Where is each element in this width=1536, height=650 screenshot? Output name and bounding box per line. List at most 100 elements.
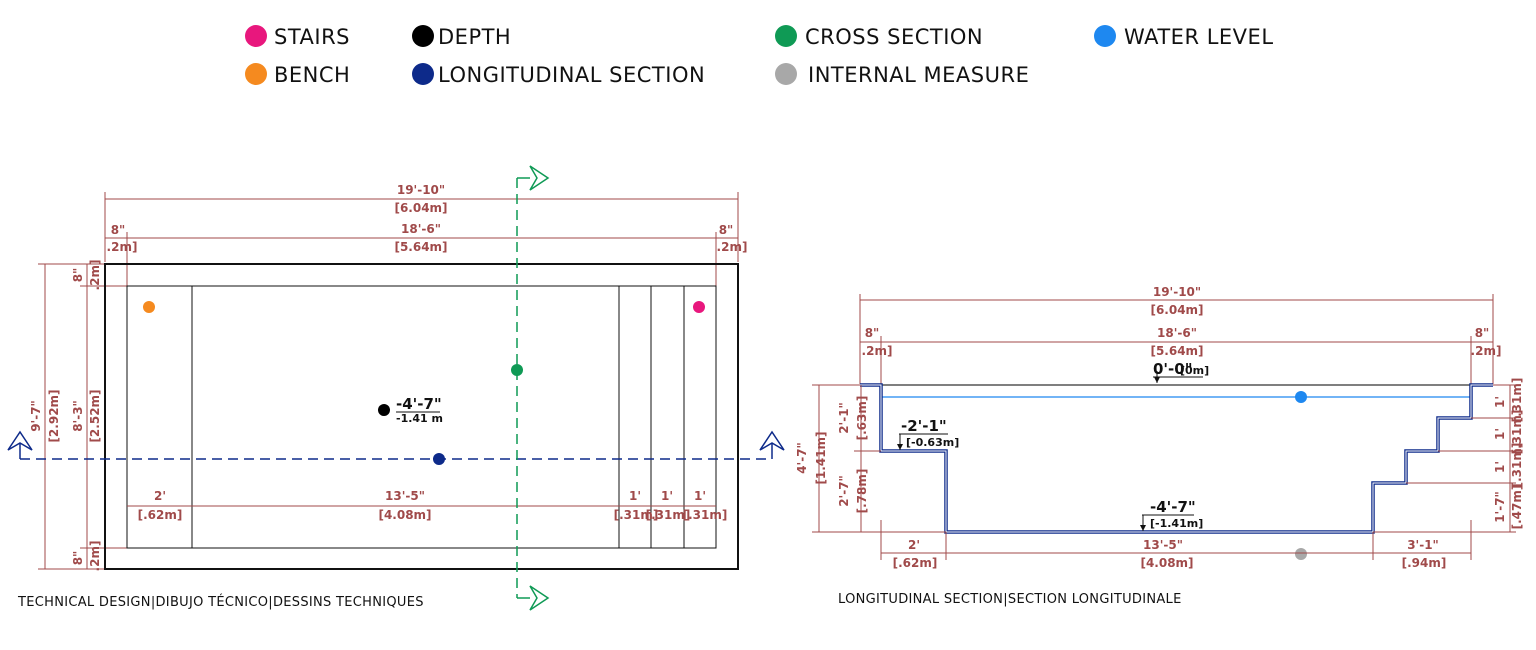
- plan-bench-marker: [143, 301, 155, 313]
- section-riser3-m: [.31m]: [1510, 443, 1524, 488]
- legend-dot-bench: [245, 63, 267, 85]
- plan-cross-arrow-top-icon: [529, 165, 550, 191]
- section-riser2-m: [.31m]: [1510, 410, 1524, 455]
- plan-step1-width-m: [.31m]: [614, 508, 659, 522]
- plan-total-height-ft: 9'-7": [29, 400, 43, 432]
- plan-total-height-m: [2.92m]: [47, 389, 61, 442]
- section-overall-width-m: [6.04m]: [1150, 303, 1203, 317]
- legend-label-internal: INTERNAL MEASURE: [808, 63, 1029, 87]
- plan-floor-length-ft: 13'-5": [385, 489, 425, 503]
- legend-dot-stairs: [245, 25, 267, 47]
- section-bench-level: -2'-1": [901, 417, 947, 435]
- section-bench-width-m: [.62m]: [893, 556, 938, 570]
- plan-bench-width-m: [.62m]: [138, 508, 183, 522]
- section-water-level-marker: [1295, 391, 1307, 403]
- section-lower-depth-ft: 2'-7": [837, 475, 851, 507]
- plan-depth-ft: -4'-7": [396, 395, 442, 413]
- legend-dot-internal: [775, 63, 797, 85]
- plan-view: 19'-10" [6.04m] 8" .2m] 18'-6" [5.64m] 8…: [7, 165, 785, 611]
- section-internal-measure-marker: [1295, 548, 1307, 560]
- legend-label-stairs: STAIRS: [274, 25, 350, 49]
- legend-label-longitudinal: LONGITUDINAL SECTION: [438, 63, 705, 87]
- legend-label-water: WATER LEVEL: [1124, 25, 1274, 49]
- section-floor-length-m: [4.08m]: [1140, 556, 1193, 570]
- plan-cross-section-marker: [511, 364, 523, 376]
- plan-stairs-marker: [693, 301, 705, 313]
- plan-longitudinal-marker: [433, 453, 445, 465]
- section-inner-width-m: [5.64m]: [1150, 344, 1203, 358]
- section-bench-depth-ft: 2'-1": [837, 402, 851, 434]
- section-top-level-m: [0m]: [1180, 364, 1209, 377]
- section-view: 19'-10" [6.04m] 8" .2m] 18'-6" [5.64m] 8…: [795, 285, 1524, 607]
- plan-inner-width-m: [5.64m]: [394, 240, 447, 254]
- section-riser1-ft: 1': [1493, 396, 1507, 408]
- section-wall-left-m: .2m]: [862, 344, 893, 358]
- section-bottom-dimensions: [880, 520, 1472, 560]
- plan-inner-height-m: [2.52m]: [88, 389, 102, 442]
- section-lower-depth-m: [.78m]: [855, 469, 869, 514]
- plan-wall-top-ft: 8": [71, 268, 85, 283]
- plan-step3-width-m: [.31m]: [683, 508, 728, 522]
- section-right-dimensions: [1373, 384, 1516, 533]
- section-bench-width-ft: 2': [908, 538, 920, 552]
- section-caption: LONGITUDINAL SECTION|SECTION LONGITUDINA…: [838, 592, 1182, 607]
- section-floor-length-ft: 13'-5": [1143, 538, 1183, 552]
- section-total-depth-ft: 4'-7": [795, 442, 809, 474]
- section-riser2-ft: 1': [1493, 428, 1507, 440]
- plan-overall-width-ft: 19'-10": [397, 183, 445, 197]
- plan-step2-width-m: [.31m]: [646, 508, 691, 522]
- plan-step2-width-ft: 1': [661, 489, 673, 503]
- plan-caption: TECHNICAL DESIGN|DIBUJO TÉCNICO|DESSINS …: [17, 594, 424, 610]
- plan-overall-width-m: [6.04m]: [394, 201, 447, 215]
- plan-step1-width-ft: 1': [629, 489, 641, 503]
- plan-top-dimensions: [104, 192, 739, 286]
- legend-dot-cross: [775, 25, 797, 47]
- plan-long-arrow-left-icon: [7, 430, 33, 451]
- plan-wall-left-m: .2m]: [107, 240, 138, 254]
- plan-wall-right-ft: 8": [719, 223, 734, 237]
- section-riser1-m: [.31m]: [1510, 378, 1524, 423]
- section-total-depth-m: [1.41m]: [814, 431, 828, 484]
- section-riser3-ft: 1': [1493, 461, 1507, 473]
- plan-floor-length-m: [4.08m]: [378, 508, 431, 522]
- legend: STAIRS BENCH DEPTH LONGITUDINAL SECTION …: [245, 25, 1274, 87]
- section-bench-level-m: [-0.63m]: [906, 436, 959, 449]
- section-bench-level-arrow-icon: [897, 444, 903, 450]
- section-overall-width-ft: 19'-10": [1153, 285, 1201, 299]
- plan-wall-left-ft: 8": [111, 223, 126, 237]
- section-pool-profile-inner: [860, 384, 1493, 533]
- section-top-level: 0'-0": [1153, 360, 1193, 378]
- section-bottom-level-m: [-1.41m]: [1150, 517, 1203, 530]
- legend-label-bench: BENCH: [274, 63, 350, 87]
- section-top-dimensions: [859, 294, 1494, 384]
- legend-label-depth: DEPTH: [438, 25, 511, 49]
- section-wall-right-ft: 8": [1475, 326, 1490, 340]
- legend-dot-depth: [412, 25, 434, 47]
- plan-depth-m: -1.41 m: [396, 412, 443, 425]
- legend-label-cross: CROSS SECTION: [805, 25, 983, 49]
- section-wall-left-ft: 8": [865, 326, 880, 340]
- plan-inner-edge: [126, 285, 717, 549]
- plan-left-dimensions: [38, 263, 127, 570]
- plan-cross-arrow-bottom-icon: [529, 585, 550, 611]
- section-bottom-level-arrow-icon: [1140, 525, 1146, 531]
- plan-bench-width-ft: 2': [154, 489, 166, 503]
- section-stairs-run-m: [.94m]: [1402, 556, 1447, 570]
- plan-inner-height-ft: 8'-3": [71, 400, 85, 432]
- plan-wall-right-m: .2m]: [717, 240, 748, 254]
- plan-depth-marker: [378, 404, 390, 416]
- section-inner-width-ft: 18'-6": [1157, 326, 1197, 340]
- plan-outer-wall: [104, 263, 739, 570]
- plan-inner-width-ft: 18'-6": [401, 222, 441, 236]
- plan-long-arrow-right-icon: [759, 430, 785, 451]
- section-riser-last-m: [.47m]: [1510, 485, 1524, 530]
- plan-wall-bottom-m: .2m]: [88, 541, 102, 572]
- section-left-dimensions: [812, 384, 946, 533]
- legend-dot-water: [1094, 25, 1116, 47]
- section-wall-right-m: .2m]: [1471, 344, 1502, 358]
- plan-step3-width-ft: 1': [694, 489, 706, 503]
- section-riser-last-ft: 1'-7": [1493, 491, 1507, 523]
- section-bench-depth-m: [.63m]: [855, 396, 869, 441]
- section-bottom-level: -4'-7": [1150, 498, 1196, 516]
